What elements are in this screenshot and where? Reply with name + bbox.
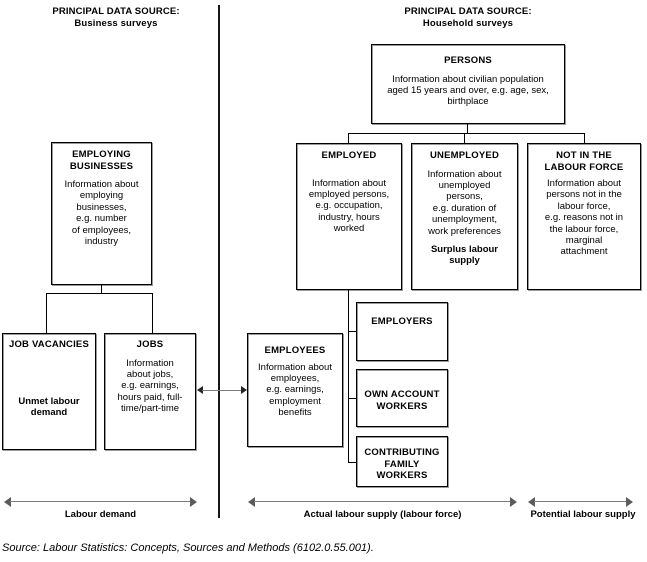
persons-body: Information about civilian population ag… (387, 73, 549, 108)
jobs-title: JOBS (136, 339, 164, 350)
rail-arrow-left-icon (528, 497, 535, 507)
connector-employers-stub (348, 331, 356, 332)
own-account-title-line1: OWN ACCOUNT (364, 389, 440, 400)
unemployed-note: Surplus labour supply (430, 243, 499, 267)
employing-businesses-title-line1: EMPLOYING (72, 149, 131, 160)
rail-label-potential-labour-supply: Potential labour supply (530, 509, 636, 520)
connector-own-account-stub (348, 398, 356, 399)
employing-businesses-body: Information about employing businesses, … (64, 179, 139, 248)
box-employees: EMPLOYEES Information about employees, e… (247, 333, 343, 447)
connector-employed-drop (348, 133, 349, 143)
rail-actual-labour-supply (248, 497, 517, 507)
job-vacancies-note: Unmet labour demand (18, 395, 80, 418)
rail-arrow-right-icon (510, 497, 517, 507)
employers-title: EMPLOYERS (371, 316, 433, 327)
rail-label-actual-labour-supply: Actual labour supply (labour force) (303, 509, 462, 520)
contributing-title-line1: CONTRIBUTING (364, 447, 440, 458)
box-contributing-family-workers: CONTRIBUTING FAMILY WORKERS (356, 436, 448, 487)
box-not-in-labour-force: NOT IN THE LABOUR FORCE Information abou… (527, 143, 641, 290)
box-jobs: JOBS Information about jobs, e.g. earnin… (104, 333, 196, 450)
connector-jv-drop (46, 293, 47, 333)
nilf-body: Information about persons not in the lab… (544, 178, 624, 258)
header-left-title: PRINCIPAL DATA SOURCE: (52, 6, 180, 17)
arrow-shaft (202, 390, 242, 391)
rail-arrow-left-icon (4, 497, 11, 507)
rail-arrow-left-icon (248, 497, 255, 507)
arrow-head-left-icon (197, 386, 203, 394)
source-note: Source: Labour Statistics: Concepts, Sou… (2, 542, 374, 554)
box-employing-businesses: EMPLOYING BUSINESSES Information about e… (51, 142, 152, 285)
connector-unemployed-drop (464, 133, 465, 143)
connector-eb-stem (101, 285, 102, 293)
connector-status-spine (348, 300, 349, 462)
box-job-vacancies: JOB VACANCIES Unmet labour demand (2, 333, 96, 450)
job-vacancies-title: JOB VACANCIES (8, 339, 90, 350)
header-right-subtitle: Household surveys (422, 18, 514, 29)
jobs-employees-double-arrow (197, 386, 247, 395)
box-employers: EMPLOYERS (356, 302, 448, 361)
rail-shaft (254, 501, 511, 502)
box-unemployed: UNEMPLOYED Information about unemployed … (411, 143, 518, 290)
connector-jobs-drop (152, 293, 153, 333)
employing-businesses-title-line2: BUSINESSES (69, 160, 134, 172)
rail-shaft (534, 501, 627, 502)
arrow-head-right-icon (241, 386, 247, 394)
rail-labour-demand (4, 497, 197, 507)
employed-title: EMPLOYED (321, 150, 377, 161)
header-left: PRINCIPAL DATA SOURCE: Business surveys (28, 6, 204, 30)
contributing-title-line3: WORKERS (376, 470, 428, 481)
box-persons: PERSONS Information about civilian popul… (371, 44, 565, 124)
employed-body: Information about employed persons, e.g.… (308, 177, 390, 235)
own-account-title-line2: WORKERS (376, 400, 428, 412)
unemployed-body: Information about unemployed persons, e.… (427, 168, 502, 237)
rail-arrow-right-icon (626, 497, 633, 507)
connector-nilf-drop (584, 133, 585, 143)
employees-body: Information about employees, e.g. earnin… (258, 361, 332, 419)
header-right: PRINCIPAL DATA SOURCE: Household surveys (380, 6, 556, 30)
vertical-divider (218, 5, 220, 518)
box-employed: EMPLOYED Information about employed pers… (296, 143, 402, 290)
rail-arrow-right-icon (190, 497, 197, 507)
connector-contributing-stub (348, 462, 356, 463)
rail-potential-labour-supply (528, 497, 633, 507)
persons-title: PERSONS (444, 55, 492, 66)
rail-label-labour-demand: Labour demand (64, 509, 137, 520)
connector-persons-stem (467, 124, 468, 133)
contributing-title-line2: FAMILY (384, 458, 420, 470)
nilf-title-line1: NOT IN THE (556, 150, 612, 161)
employees-title: EMPLOYEES (264, 345, 326, 356)
connector-eb-bar (46, 293, 153, 294)
unemployed-title: UNEMPLOYED (429, 150, 500, 161)
box-own-account-workers: OWN ACCOUNT WORKERS (356, 369, 448, 427)
connector-persons-bar (348, 133, 585, 134)
header-right-title: PRINCIPAL DATA SOURCE: (404, 6, 532, 17)
nilf-title-line2: LABOUR FORCE (544, 161, 624, 173)
rail-shaft (10, 501, 191, 502)
header-left-subtitle: Business surveys (74, 18, 158, 29)
jobs-body: Information about jobs, e.g. earnings, h… (117, 357, 183, 415)
